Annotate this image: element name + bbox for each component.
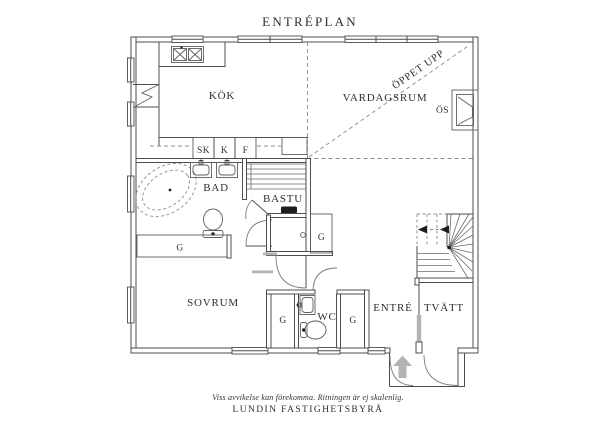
entry-label: ENTRÉ xyxy=(373,302,412,314)
toilet-symbol-bath xyxy=(202,208,224,238)
laundry-label: TVÄTT xyxy=(424,302,464,314)
windows xyxy=(127,35,439,355)
sink-symbols xyxy=(190,159,238,178)
bathroom-area: BAD xyxy=(135,158,309,247)
wc-label: WC xyxy=(317,311,336,323)
stove-symbol xyxy=(171,46,204,63)
shower-threshold xyxy=(263,252,277,256)
stairs-direction-arrow xyxy=(418,225,427,234)
stairs xyxy=(414,213,474,286)
bedroom-label: SOVRUM xyxy=(187,297,239,309)
garderob-label-right: G xyxy=(349,316,356,326)
hallway-doors xyxy=(275,255,338,293)
agency-name: LUNDIN FASTIGHETSBYRÅ xyxy=(233,403,384,415)
kitchen-label: KÖK xyxy=(209,90,235,102)
living-room-label: VARDAGSRUM xyxy=(343,92,428,104)
sauna-benches xyxy=(247,163,306,190)
open-above-label: ÖPPET UPP xyxy=(390,47,447,92)
closet-sk-label: SK xyxy=(197,146,210,156)
entrance-porch xyxy=(389,352,465,387)
shower-area: G xyxy=(263,158,333,256)
kitchen-area: SK K F KÖK xyxy=(133,42,308,160)
cabinet-zigzag-symbol xyxy=(135,84,159,107)
wc-area: WC G G xyxy=(266,289,370,349)
door-knob-symbol xyxy=(300,232,306,238)
garderob-label-bedroom: G xyxy=(176,244,183,254)
disclaimer-text: Viss avvikelse kan förekomma. Ritningen … xyxy=(212,393,403,402)
bedroom-threshold xyxy=(252,270,273,274)
entry-laundry-area: ENTRÉ TVÄTT xyxy=(373,283,464,354)
sauna-heater-symbol xyxy=(281,206,297,214)
fireplace-label: ÖS xyxy=(436,104,449,116)
wc-sink-symbol xyxy=(296,295,316,315)
stairs-direction-arrow xyxy=(440,225,449,234)
toilet-symbol-wc xyxy=(300,320,327,340)
fireplace-symbol xyxy=(451,89,479,131)
garderob-label-shower: G xyxy=(318,233,325,243)
bedroom-closet: G xyxy=(136,234,273,274)
fridge-label: K xyxy=(221,146,228,156)
plan-title: ENTRÉPLAN xyxy=(262,14,358,29)
bath-label: BAD xyxy=(203,182,229,194)
freezer-label: F xyxy=(243,146,249,156)
bedroom-area: SOVRUM xyxy=(187,289,272,349)
bathtub-symbol xyxy=(135,163,197,217)
sliding-door-symbol xyxy=(416,315,422,342)
living-room-area: VARDAGSRUM ÖPPET UPP ÖS xyxy=(307,42,479,159)
stairs-winder xyxy=(448,213,474,279)
footer: Viss avvikelse kan förekomma. Ritningen … xyxy=(212,393,403,415)
garderob-label-left: G xyxy=(279,316,286,326)
sauna-area: BASTU xyxy=(242,158,307,220)
entrance-arrow xyxy=(393,355,412,378)
sauna-label: BASTU xyxy=(263,193,303,205)
